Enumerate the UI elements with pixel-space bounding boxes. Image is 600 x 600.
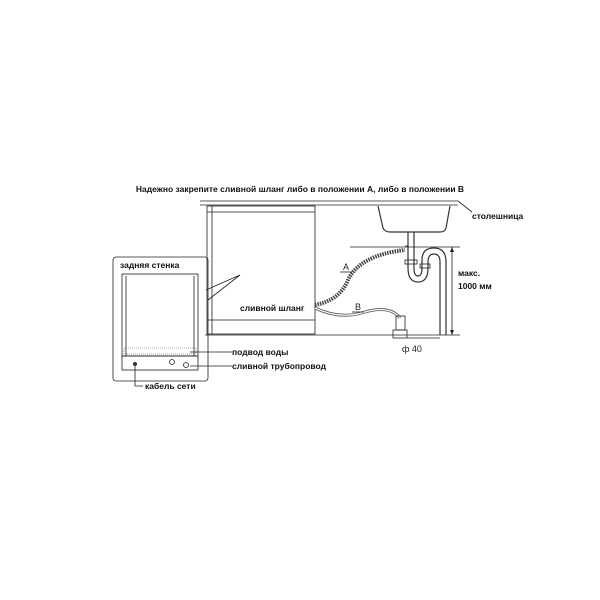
power-cable-label: кабель сети	[145, 381, 196, 391]
drain-pipe-port	[183, 362, 189, 368]
drain-hose-label: сливной шланг	[240, 303, 305, 313]
max-label: макс.	[458, 268, 480, 278]
water-inlet-label: подвод воды	[232, 347, 288, 357]
sink	[377, 205, 451, 233]
dishwasher	[206, 205, 316, 335]
position-b-label: B	[355, 302, 361, 312]
countertop	[200, 200, 473, 213]
diameter-label: ф 40	[402, 344, 422, 354]
drain-pipe-label: сливной трубопровод	[232, 361, 327, 371]
siphon	[407, 232, 447, 335]
height-dimension	[350, 246, 460, 335]
drain-hose-position-a	[314, 248, 406, 307]
water-inlet-port	[169, 359, 175, 365]
drain-pipe-standpipe	[395, 315, 406, 331]
diagram-title: Надежно закрепите сливной шланг либо в п…	[136, 184, 464, 194]
back-wall-label: задняя стенка	[120, 260, 180, 270]
siphon-nut	[419, 263, 431, 269]
drain-pipe-base	[392, 329, 408, 339]
position-a-label: A	[343, 262, 349, 272]
siphon-nut	[404, 259, 418, 265]
max-value: 1000 мм	[458, 281, 492, 291]
power-cable-port	[133, 362, 137, 366]
back-wall-inset	[112, 256, 241, 382]
countertop-label: столешница	[472, 211, 524, 221]
